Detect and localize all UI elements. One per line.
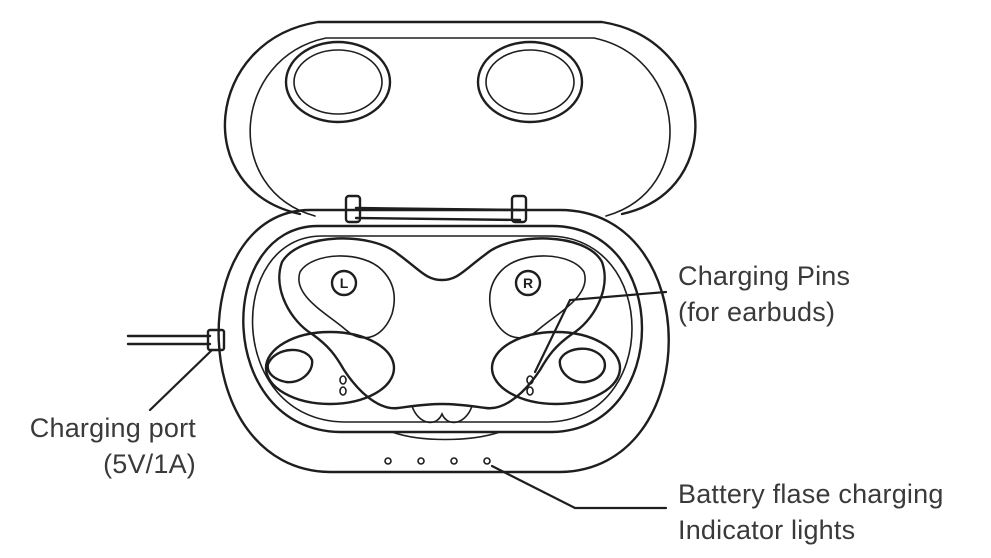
lid-magnet-left xyxy=(284,40,392,124)
indicator-led-2 xyxy=(417,457,425,465)
callout-charging-port: Charging port (5V/1A) xyxy=(10,410,196,482)
lid-magnet-left-inner xyxy=(293,49,383,115)
cavity-left-tip xyxy=(266,348,314,384)
charging-pins-right xyxy=(526,375,534,396)
lid-magnet-right xyxy=(476,40,584,124)
case-base xyxy=(217,208,670,474)
badge-right-letter: R xyxy=(523,275,533,291)
lid-magnet-right-inner xyxy=(485,49,575,115)
indicator-led-3 xyxy=(450,457,458,465)
indicator-led-1 xyxy=(384,457,392,465)
leader-charging-pins xyxy=(533,290,668,374)
charging-cable xyxy=(126,328,226,352)
indicator-lights xyxy=(384,457,491,465)
lid-inner-rim xyxy=(249,37,671,217)
callout-indicator-lights-title: Battery flase charging xyxy=(678,479,944,509)
charging-pins-left xyxy=(339,375,347,396)
earbud-badge-right: R xyxy=(514,269,542,297)
hinge-bar-bottom xyxy=(354,216,522,222)
badge-right-circle xyxy=(514,269,542,297)
callout-indicator-lights-subtitle: Indicator lights xyxy=(678,515,856,545)
cavity-right-tip xyxy=(558,347,607,384)
indicator-led-4 xyxy=(483,457,491,465)
callout-charging-pins-title: Charging Pins xyxy=(678,261,851,291)
pin-right-top xyxy=(526,375,534,385)
cavity-right-bud xyxy=(490,330,622,406)
pin-left-bottom xyxy=(339,386,347,396)
base-top-rim xyxy=(242,224,644,434)
cavity-center-notch xyxy=(411,405,473,424)
callout-charging-port-title: Charging port xyxy=(29,413,196,443)
charging-port-plug xyxy=(206,328,226,352)
lid-outline xyxy=(223,20,697,216)
badge-left-letter: L xyxy=(340,275,349,291)
leader-charging-port xyxy=(148,348,214,412)
cavity-left-bud xyxy=(264,330,396,406)
badge-left-circle xyxy=(330,269,358,297)
leader-indicator-lights xyxy=(490,464,668,510)
callout-charging-pins: Charging Pins (for earbuds) xyxy=(678,258,850,330)
callout-indicator-lights: Battery flase charging Indicator lights xyxy=(678,476,944,548)
cavity-left-earhook xyxy=(298,255,396,339)
callout-charging-pins-subtitle: (for earbuds) xyxy=(678,297,836,327)
pin-left-top xyxy=(339,375,347,385)
earbud-cavity-outline xyxy=(278,237,606,410)
base-outer-shell xyxy=(217,208,670,474)
earbud-cavities xyxy=(264,237,622,424)
base-tray xyxy=(251,235,633,423)
case-lid xyxy=(223,20,697,217)
cavity-right-earhook xyxy=(488,255,586,339)
base-lip xyxy=(391,431,501,441)
callout-charging-port-subtitle: (5V/1A) xyxy=(103,449,196,479)
pin-right-bottom xyxy=(526,386,534,396)
earbud-badge-left: L xyxy=(330,269,358,297)
